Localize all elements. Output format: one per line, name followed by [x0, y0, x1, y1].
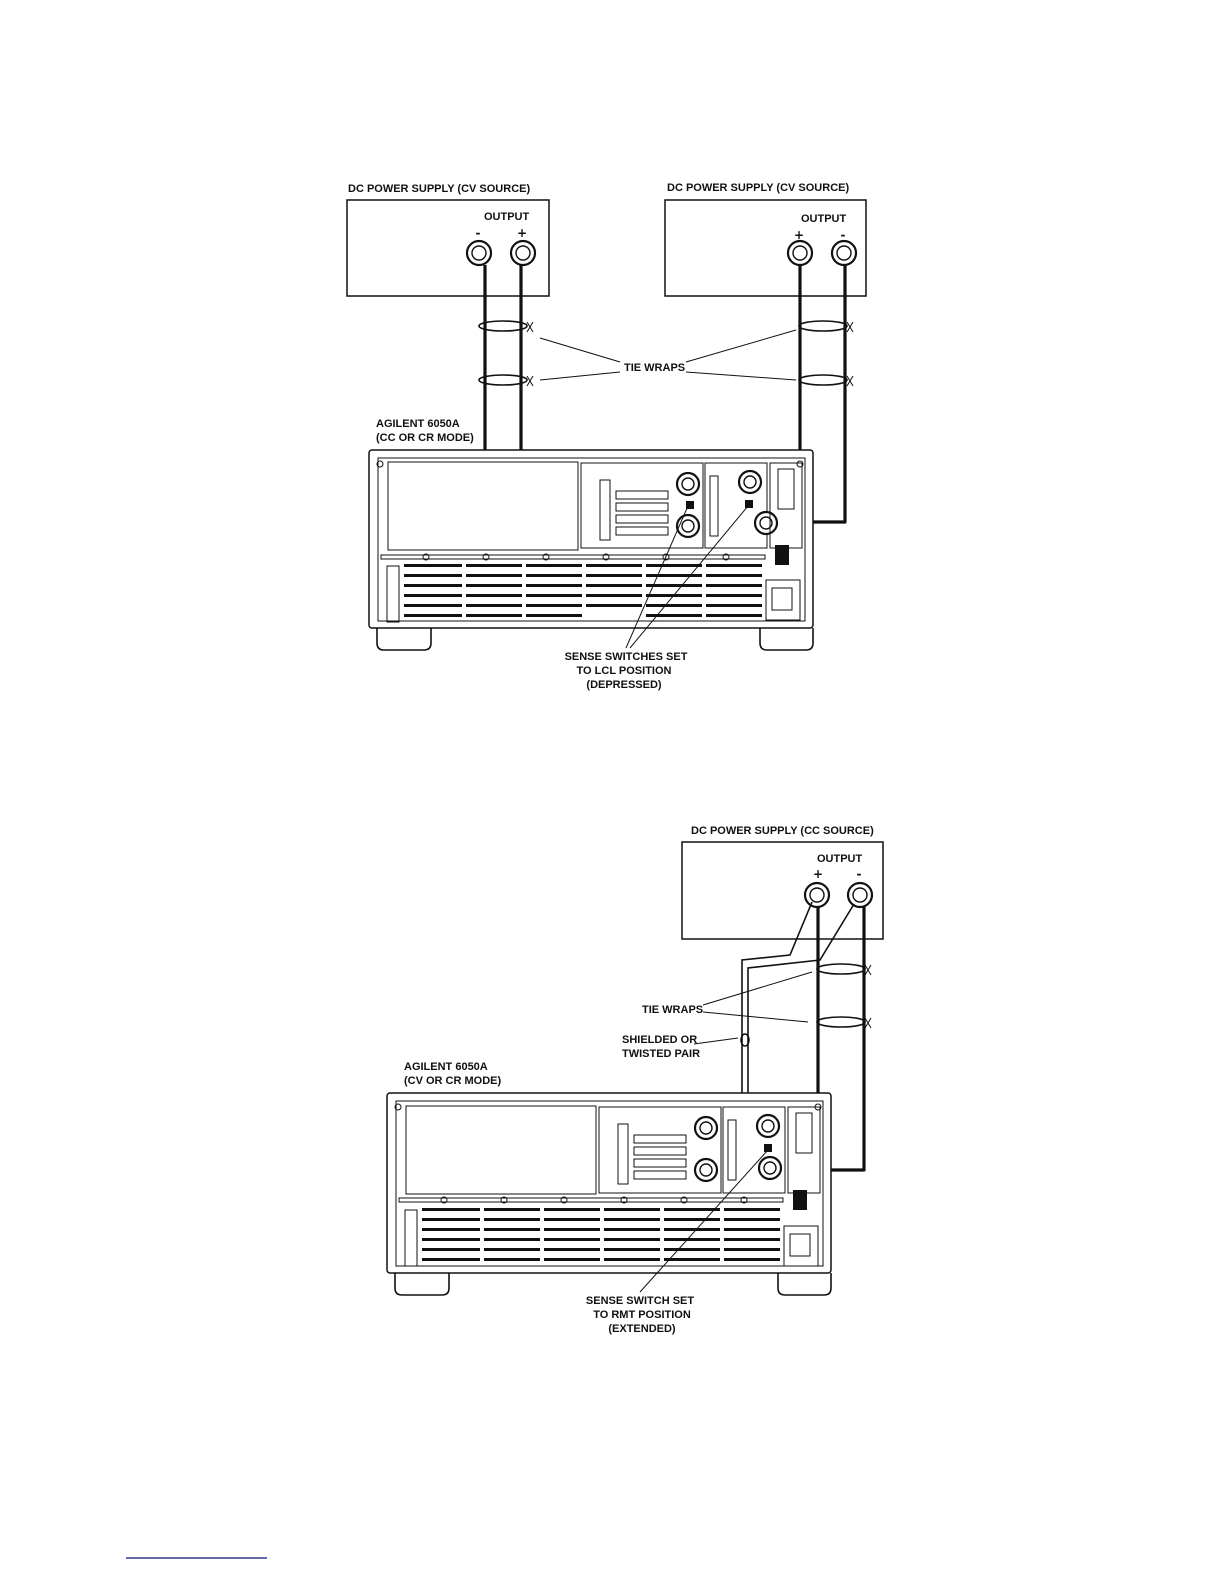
left-supply-neg-sign: -	[476, 226, 481, 240]
electronic-load-1	[368, 449, 814, 651]
load-label-1a: AGILENT 6050A	[376, 418, 460, 430]
left-supply-pos-sign: +	[517, 226, 527, 240]
tie-wrap-cc-lower	[816, 1016, 872, 1029]
foot-right-2	[777, 1273, 832, 1296]
load-label-2b: (CV OR CR MODE)	[404, 1075, 502, 1087]
load-module-4	[722, 1106, 786, 1194]
twisted-pair-marker	[740, 1033, 750, 1047]
left-supply-pos-terminal	[509, 239, 537, 267]
sense-lead-b	[747, 903, 855, 1180]
sense-leader-2	[639, 1149, 769, 1293]
left-supply-label: DC POWER SUPPLY (CV SOURCE)	[348, 183, 530, 195]
module-3-neg-terminal	[693, 1157, 719, 1183]
foot-left-1	[376, 628, 432, 651]
right-supply-output-label: OUTPUT	[801, 213, 847, 225]
load-module-2	[704, 462, 779, 549]
sense-lead-a	[741, 901, 813, 1180]
cc-supply-neg-terminal	[846, 881, 874, 909]
right-supply-label: DC POWER SUPPLY (CV SOURCE)	[667, 182, 849, 194]
cc-supply-label: DC POWER SUPPLY (CC SOURCE)	[691, 825, 874, 837]
left-supply-neg-terminal	[465, 239, 493, 267]
load-module-1	[580, 462, 704, 549]
vent-grille-1	[404, 564, 762, 617]
module-1-sense-switch	[686, 501, 694, 509]
module-4-sense-switch	[764, 1144, 772, 1152]
module-2-neg-terminal	[753, 510, 779, 536]
tie-wrap-right-upper	[798, 320, 854, 333]
sense-leaders-1	[625, 505, 749, 649]
sense-label-1c: (DEPRESSED)	[586, 679, 662, 691]
right-supply-pos-terminal	[786, 239, 814, 267]
module-1-neg-terminal	[675, 513, 701, 539]
module-4-pos-terminal	[755, 1113, 781, 1139]
cc-supply-neg-sign: -	[857, 867, 862, 881]
cc-supply-output-label: OUTPUT	[817, 853, 863, 865]
cc-supply-pos-terminal	[803, 881, 831, 909]
tie-wraps-leaders-2	[702, 971, 813, 1023]
tie-wraps-label-2: TIE WRAPS	[642, 1004, 703, 1016]
module-2-pos-terminal	[737, 469, 763, 495]
module-2-sense-switch	[745, 500, 753, 508]
vent-grille-2	[422, 1208, 780, 1261]
sense-label-1a: SENSE SWITCHES SET	[565, 651, 688, 663]
diagram-cc-source: DC POWER SUPPLY (CC SOURCE) OUTPUT + - T…	[386, 825, 884, 1335]
foot-right-1	[759, 628, 814, 651]
module-1-pos-terminal	[675, 471, 701, 497]
tie-wrap-cc-upper	[816, 963, 872, 976]
sense-label-2c: (EXTENDED)	[608, 1323, 676, 1335]
load-module-3	[598, 1106, 722, 1194]
left-supply-output-label: OUTPUT	[484, 211, 530, 223]
foot-left-2	[394, 1273, 450, 1296]
tie-wrap-left-upper	[478, 320, 534, 333]
tie-wraps-label-1: TIE WRAPS	[624, 362, 685, 374]
load-label-2a: AGILENT 6050A	[404, 1061, 488, 1073]
shielded-label-a: SHIELDED OR	[622, 1034, 697, 1046]
shielded-label-b: TWISTED PAIR	[622, 1048, 700, 1060]
sense-label-2b: TO RMT POSITION	[593, 1309, 691, 1321]
electronic-load-2	[386, 1092, 832, 1296]
load-label-1b: (CC OR CR MODE)	[376, 432, 474, 444]
diagram-cv-sources: DC POWER SUPPLY (CV SOURCE) OUTPUT - + D…	[346, 182, 867, 691]
right-supply-neg-terminal	[830, 239, 858, 267]
tie-wraps-leaders-1	[539, 329, 797, 381]
right-supply-pos-sign: +	[794, 228, 804, 242]
sense-label-2a: SENSE SWITCH SET	[586, 1295, 694, 1307]
module-3-pos-terminal	[693, 1115, 719, 1141]
tie-wrap-left-lower	[478, 374, 534, 387]
module-4-neg-terminal	[757, 1155, 783, 1181]
shielded-leader	[693, 1037, 739, 1045]
cc-supply-pos-sign: +	[813, 867, 823, 881]
right-supply-neg-sign: -	[841, 228, 846, 242]
sense-label-1b: TO LCL POSITION	[577, 665, 672, 677]
tie-wrap-right-lower	[798, 374, 854, 387]
